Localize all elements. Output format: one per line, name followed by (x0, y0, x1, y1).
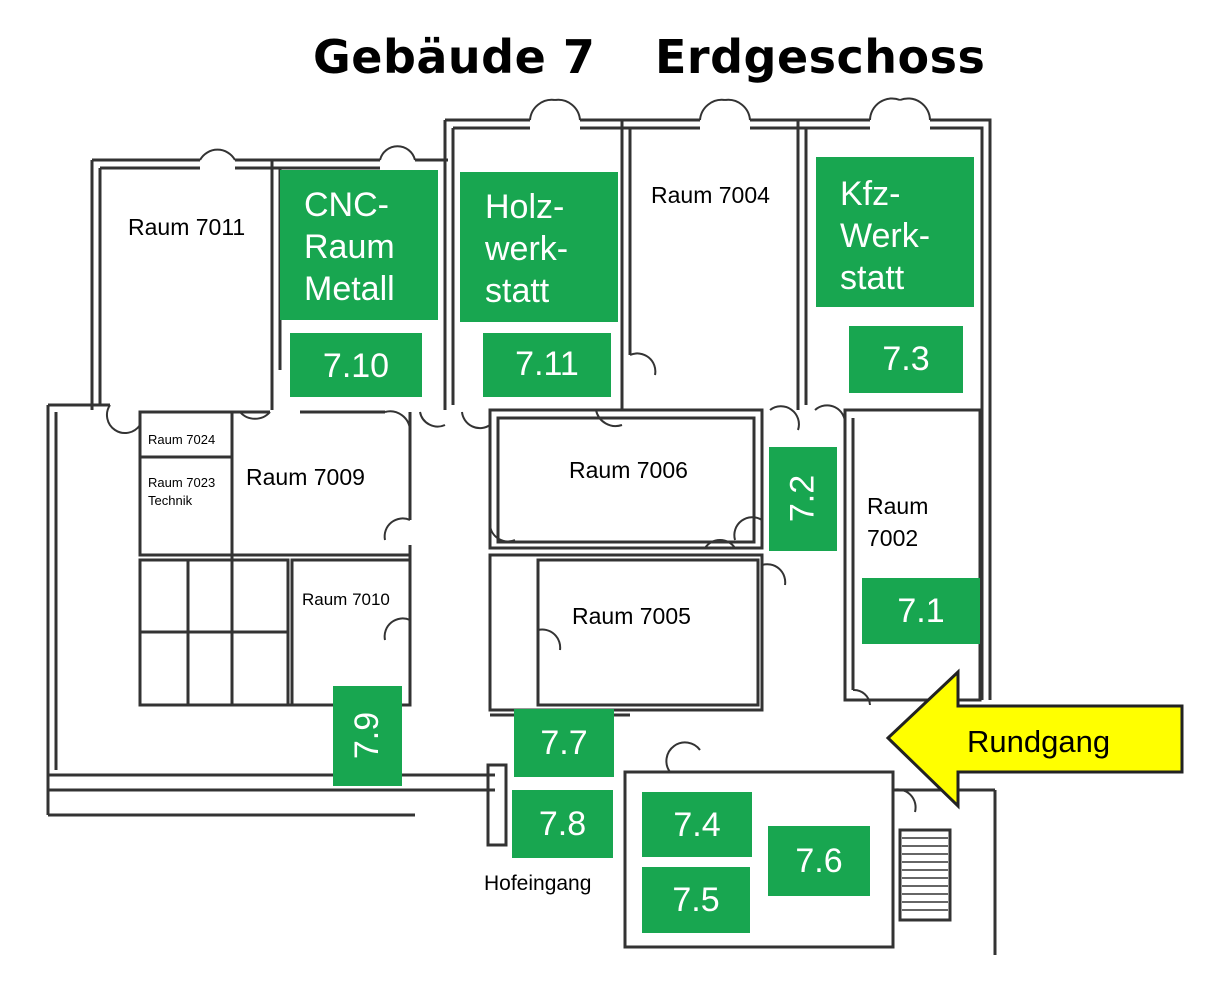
hofeingang-label: Hofeingang (484, 872, 592, 895)
station-7-11-label: 7.11 (515, 345, 579, 383)
station-7-1-label: 7.1 (897, 592, 945, 630)
station-7-10: 7.10 (290, 333, 422, 397)
station-7-10-label: 7.10 (322, 347, 390, 385)
workshop-holz-label: Holz- werk- statt (485, 188, 569, 310)
station-7-7-label: 7.7 (540, 724, 588, 762)
station-7-6: 7.6 (768, 826, 870, 896)
room-label-7009: Raum 7009 (246, 464, 365, 490)
station-7-8-label: 7.8 (538, 805, 587, 843)
station-7-8: 7.8 (512, 790, 613, 858)
floor-title: Erdgeschoss (655, 30, 986, 84)
room-label-7002: Raum 7002 (867, 493, 929, 551)
building-title: Gebäude 7 (313, 30, 596, 84)
station-7-7: 7.7 (514, 709, 614, 777)
station-7-1: 7.1 (862, 578, 980, 644)
workshop-cnc-label: CNC- Raum Metall (304, 186, 395, 308)
station-7-2: 7.2 (769, 447, 837, 551)
room-label-7010: Raum 7010 (302, 590, 390, 609)
station-7-5-label: 7.5 (672, 881, 720, 919)
workshop-kfz-label: Kfz- Werk- statt (840, 175, 931, 297)
station-7-3-label: 7.3 (882, 340, 930, 378)
workshop-holz: Holz- werk- statt (460, 172, 618, 322)
room-label-7006: Raum 7006 (569, 457, 688, 483)
workshop-kfz: Kfz- Werk- statt (816, 157, 974, 307)
room-label-7023-technik: Technik (148, 493, 193, 508)
station-7-4: 7.4 (642, 792, 752, 857)
station-7-9: 7.9 (333, 686, 402, 786)
room-label-7011: Raum 7011 (128, 214, 246, 240)
workshop-cnc: CNC- Raum Metall (280, 170, 438, 320)
station-7-6-label: 7.6 (795, 842, 843, 880)
station-7-11: 7.11 (483, 333, 611, 397)
room-label-7023: Raum 7023 (148, 475, 216, 490)
station-7-3: 7.3 (849, 326, 963, 393)
station-7-5: 7.5 (642, 867, 750, 933)
tour-label: Rundgang (967, 724, 1111, 759)
station-7-4-label: 7.4 (673, 806, 721, 844)
room-label-7004: Raum 7004 (651, 182, 770, 208)
tour-arrow-icon (885, 668, 1184, 810)
room-label-7024: Raum 7024 (148, 432, 216, 447)
station-7-2-label: 7.2 (783, 474, 822, 523)
station-7-9-label: 7.9 (348, 711, 386, 760)
room-label-7005: Raum 7005 (572, 603, 691, 629)
